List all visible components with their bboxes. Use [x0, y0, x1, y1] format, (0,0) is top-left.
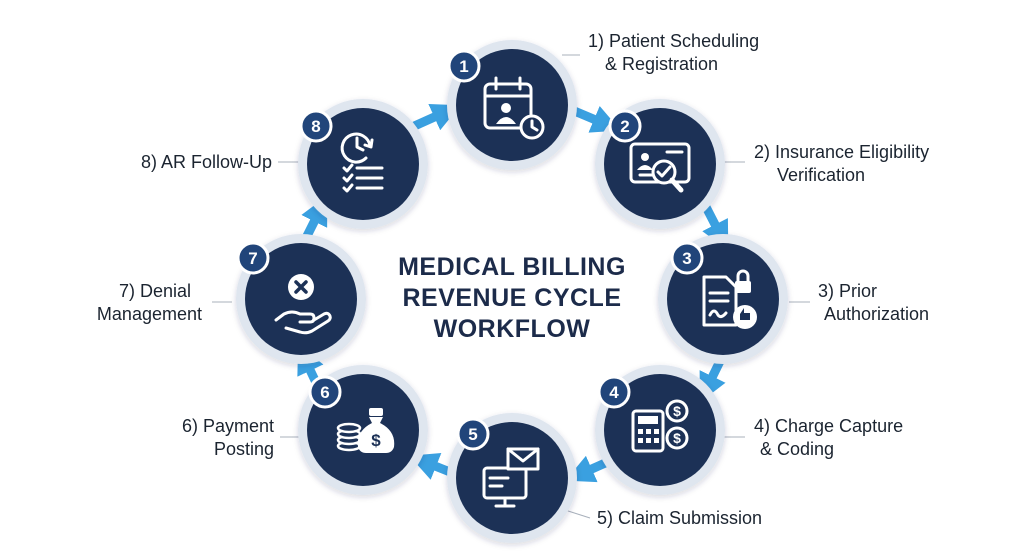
- step-node-1: [447, 40, 577, 170]
- step-number-7: 7: [248, 249, 257, 268]
- step-node-7: [236, 234, 366, 364]
- step-label-1-line-1: 1) Patient Scheduling: [588, 31, 760, 51]
- step-number-2: 2: [620, 117, 629, 136]
- step-label-2-line-1: 2) Insurance Eligibility: [754, 142, 930, 162]
- monitor-envelope-icon: [482, 447, 540, 508]
- step-label-4: 4) Charge Capture & Coding: [754, 415, 903, 461]
- svg-text:$: $: [673, 430, 681, 446]
- hand-x-circle-icon: [274, 274, 332, 335]
- step-number-3: 3: [682, 249, 691, 268]
- step-label-4-line-1: 4) Charge Capture: [754, 416, 904, 436]
- step-badge-8: 8: [299, 109, 333, 143]
- calculator-dollar-icon: $ $: [631, 399, 689, 453]
- step-number-1: 1: [459, 57, 468, 76]
- step-label-3-line-2: Authorization: [824, 304, 930, 324]
- step-badge-5: 5: [456, 417, 490, 451]
- step-label-7: 7) Denial Management: [97, 280, 202, 326]
- clock-checklist-icon: [340, 132, 384, 193]
- step-label-8: 8) AR Follow-Up: [141, 151, 272, 174]
- step-label-6-line-1: 6) Payment: [181, 416, 274, 436]
- diagram-title: MEDICAL BILLING REVENUE CYCLE WORKFLOW: [352, 252, 672, 345]
- money-bag-coins-icon: $: [336, 408, 395, 453]
- title-line-2: REVENUE CYCLE: [402, 284, 622, 312]
- title-line-3: WORKFLOW: [433, 315, 591, 343]
- step-label-3-line-1: 3) Prior: [818, 281, 878, 301]
- step-number-8: 8: [311, 117, 320, 136]
- step-badge-1: 1: [447, 49, 481, 83]
- step-badge-6: 6: [308, 375, 342, 409]
- svg-text:$: $: [371, 431, 381, 450]
- step-label-8-line-1: 8) AR Follow-Up: [140, 152, 272, 172]
- step-number-5: 5: [468, 425, 477, 444]
- step-label-7-line-1: 7) Denial: [118, 281, 191, 301]
- calendar-user-clock-icon: [483, 76, 545, 140]
- title-line-1: MEDICAL BILLING: [398, 253, 626, 281]
- step-badge-2: 2: [608, 109, 642, 143]
- step-number-6: 6: [320, 383, 329, 402]
- step-label-4-line-2: & Coding: [760, 439, 835, 459]
- document-lock-thumbs-up-icon: [702, 269, 757, 329]
- step-label-5: 5) Claim Submission: [597, 507, 762, 530]
- step-badge-3: 3: [670, 241, 704, 275]
- flow-arrow-1-2: [570, 105, 621, 133]
- step-label-7-line-2: Management: [96, 304, 202, 324]
- step-badge-4: 4: [597, 375, 631, 409]
- connector-5: [564, 509, 591, 519]
- step-label-1: 1) Patient Scheduling & Registration: [588, 30, 759, 76]
- step-label-2: 2) Insurance Eligibility Verification: [754, 141, 929, 187]
- step-label-2-line-2: Verification: [777, 165, 866, 185]
- step-number-4: 4: [609, 383, 619, 402]
- step-badge-7: 7: [236, 241, 270, 275]
- step-label-5-line-1: 5) Claim Submission: [597, 508, 763, 528]
- id-card-magnifier-icon: [629, 142, 691, 193]
- flow-arrow-8-1: [408, 103, 461, 133]
- step-label-3: 3) Prior Authorization: [818, 280, 929, 326]
- step-label-1-line-2: & Registration: [605, 54, 719, 74]
- step-label-6-line-2: Posting: [213, 439, 274, 459]
- step-label-6: 6) Payment Posting: [182, 415, 274, 461]
- svg-text:$: $: [673, 403, 681, 419]
